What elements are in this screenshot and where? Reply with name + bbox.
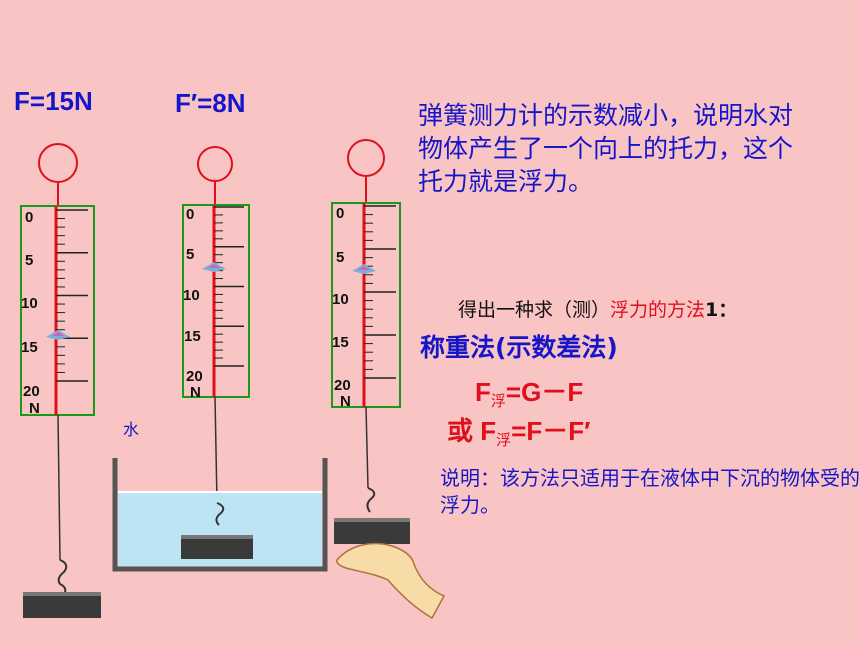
tick-label-20: 20 [334, 377, 351, 394]
spring-scale-in-water: 0 5 10 15 20 N [182, 146, 250, 504]
scale-ring [38, 143, 78, 183]
scale-frame [182, 204, 250, 398]
hook [215, 502, 225, 526]
scale-ticks [214, 206, 244, 367]
hook [366, 487, 376, 513]
tick-label-10: 10 [21, 295, 38, 312]
tick-label-15: 15 [184, 328, 201, 345]
beaker-with-water [112, 458, 328, 572]
scale-ring [347, 139, 385, 177]
scale-ring [197, 146, 233, 182]
unit-label: N [190, 384, 201, 401]
method-number: 1： [705, 299, 738, 321]
beaker-wall [112, 458, 328, 572]
tick-label-0: 0 [186, 206, 194, 223]
tick-label-10: 10 [332, 291, 349, 308]
spring-scale-held-by-hand: 0 5 10 15 20 N [331, 139, 446, 620]
tick-label-20: 20 [23, 383, 40, 400]
tick-label-20: 20 [186, 368, 203, 385]
method-name: 称重法(示数差法) [420, 333, 618, 362]
method-line: 得出一种求（测）浮力的方法1： [458, 295, 737, 322]
method-highlight: 浮力的方法 [610, 299, 706, 321]
tick-label-5: 5 [25, 252, 33, 269]
formula-1-sub: 浮 [490, 392, 506, 410]
scale-ticks [56, 209, 88, 382]
formula-1-lhs: F [475, 377, 491, 407]
reading-in-air: F=15N [14, 86, 93, 116]
formula-2-prefix: 或 [447, 416, 481, 446]
hook [57, 559, 68, 595]
unit-label: N [29, 400, 40, 417]
formula-1: F浮=G－F [475, 372, 583, 411]
spring-scale-in-air: 0 5 10 15 20 N [20, 143, 101, 618]
metal-block [23, 592, 101, 618]
hang-wire [365, 406, 369, 489]
formula-2-lhs: F [480, 416, 497, 446]
hang-wire [57, 414, 61, 561]
hand [336, 542, 446, 620]
unit-label: N [340, 393, 351, 410]
method-intro: 得出一种求（测） [458, 299, 611, 321]
tick-label-15: 15 [21, 339, 38, 356]
scale-ticks [364, 205, 396, 379]
metal-block-lifted [334, 518, 410, 544]
tick-label-10: 10 [183, 287, 200, 304]
formula-1-rhs: =G－F [505, 377, 584, 407]
tick-label-0: 0 [25, 209, 33, 226]
formula-2-sub: 浮 [496, 431, 512, 449]
tick-label-0: 0 [336, 205, 344, 222]
tick-label-15: 15 [332, 334, 349, 351]
water-label: 水 [123, 420, 140, 439]
reading-in-water: F′=8N [175, 88, 246, 118]
explanation-text: 弹簧测力计的示数减小，说明水对物体产生了一个向上的托力，这个托力就是浮力。 [418, 101, 794, 196]
tick-label-5: 5 [336, 249, 344, 266]
tick-label-5: 5 [186, 246, 194, 263]
formula-2-rhs: =F－F′ [511, 416, 591, 446]
note-text: 说明：该方法只适用于在液体中下沉的物体受的浮力。 [440, 466, 860, 517]
hang-wire [214, 396, 218, 504]
formula-2: 或 F浮=F－F′ [447, 411, 590, 450]
